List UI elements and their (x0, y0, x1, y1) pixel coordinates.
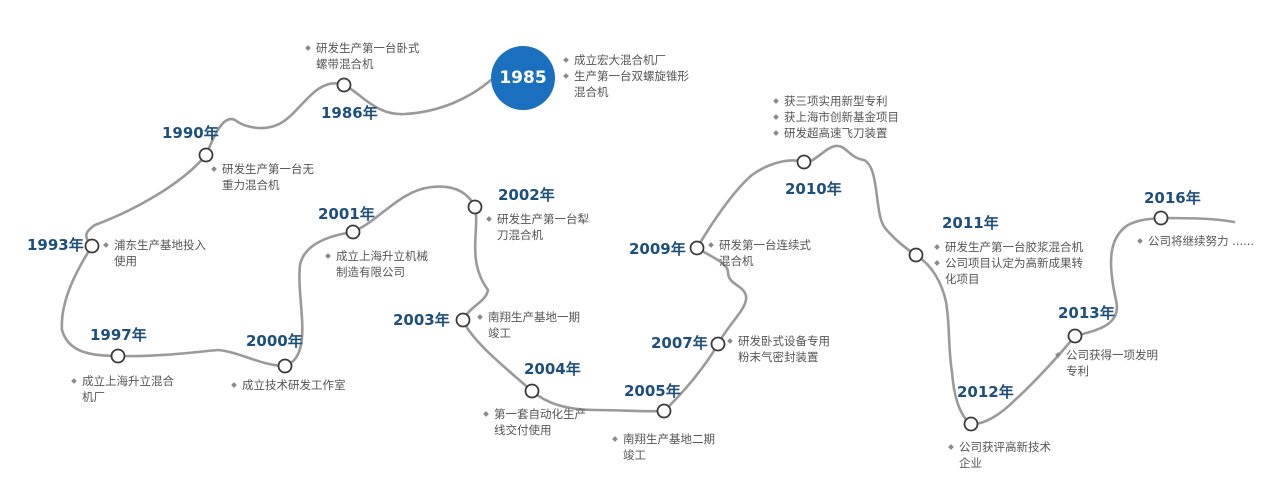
note-item: 公司将继续努力 ...... (1138, 233, 1254, 249)
timeline-node-1997 (110, 348, 126, 364)
timeline-node-1990 (198, 147, 214, 163)
year-label-1986: 1986年 (321, 104, 378, 122)
note-2001: 成立上海升立机械 制造有限公司 (326, 248, 428, 280)
year-label-2000: 2000年 (246, 332, 303, 350)
note-item: 研发生产第一台无 重力混合机 (212, 161, 314, 193)
node-layer (84, 77, 1169, 432)
note-item: 公司获得一项发明 专利 (1056, 347, 1158, 379)
year-label-2013: 2013年 (1058, 304, 1115, 322)
note-item: 研发生产第一台犁 刀混合机 (487, 211, 589, 243)
note-item: 公司获评高新技术 企业 (949, 439, 1051, 471)
year-label-2001: 2001年 (318, 205, 375, 223)
note-2002: 研发生产第一台犁 刀混合机 (487, 211, 589, 243)
timeline-path (60, 78, 1236, 426)
year-label-2003: 2003年 (393, 311, 450, 329)
timeline-node-2013 (1067, 328, 1083, 344)
note-item: 公司项目认定为高新成果转 化项目 (935, 255, 1083, 287)
note-2000: 成立技术研发工作室 (232, 377, 346, 393)
note-2007: 研发卧式设备专用 粉末气密封装置 (728, 333, 830, 365)
timeline-node-2004 (524, 383, 540, 399)
timeline-node-2005 (656, 403, 672, 419)
note-item: 研发生产第一台卧式 螺带混合机 (306, 40, 420, 72)
timeline-node-2010 (796, 154, 812, 170)
timeline-node-1993 (84, 238, 100, 254)
note-1993: 浦东生产基地投入 使用 (104, 237, 206, 269)
note-2003: 南翔生产基地一期 竣工 (478, 309, 580, 341)
note-2009: 研发第一台连续式 混合机 (709, 237, 811, 269)
note-item: 成立宏大混合机厂 (564, 52, 689, 68)
year-label-2010: 2010年 (785, 180, 842, 198)
note-item: 成立技术研发工作室 (232, 377, 346, 393)
note-2005: 南翔生产基地二期 竣工 (613, 431, 715, 463)
note-1990: 研发生产第一台无 重力混合机 (212, 161, 314, 193)
note-item: 获三项实用新型专利 (774, 93, 899, 109)
note-item: 成立上海升立机械 制造有限公司 (326, 248, 428, 280)
note-item: 研发生产第一台胶浆混合机 (935, 239, 1083, 255)
year-label-2007: 2007年 (651, 334, 708, 352)
timeline-node-2009 (689, 240, 705, 256)
note-item: 成立上海升立混合 机厂 (72, 373, 174, 405)
note-item: 第一套自动化生产 线交付使用 (484, 406, 586, 438)
note-item: 南翔生产基地一期 竣工 (478, 309, 580, 341)
year-label-2011: 2011年 (942, 214, 999, 232)
year-badge-1985: 1985 (491, 46, 555, 110)
note-1985: 成立宏大混合机厂 生产第一台双螺旋锥形 混合机 (564, 52, 689, 100)
note-1986: 研发生产第一台卧式 螺带混合机 (306, 40, 420, 72)
note-2016: 公司将继续努力 ...... (1138, 233, 1254, 249)
timeline-node-2001 (345, 224, 361, 240)
year-label-1993: 1993年 (27, 236, 84, 254)
timeline-node-1986 (336, 77, 352, 93)
year-label-2005: 2005年 (624, 382, 681, 400)
timeline-node-2007 (710, 336, 726, 352)
note-2004: 第一套自动化生产 线交付使用 (484, 406, 586, 438)
year-label-2016: 2016年 (1144, 189, 1201, 207)
year-label-1997: 1997年 (90, 326, 147, 344)
timeline-node-2012 (963, 416, 979, 432)
note-item: 浦东生产基地投入 使用 (104, 237, 206, 269)
note-item: 南翔生产基地二期 竣工 (613, 431, 715, 463)
timeline-node-2016 (1153, 210, 1169, 226)
note-item: 生产第一台双螺旋锥形 混合机 (564, 68, 689, 100)
note-2011: 研发生产第一台胶浆混合机 公司项目认定为高新成果转 化项目 (935, 239, 1083, 287)
timeline-node-2011 (908, 247, 924, 263)
note-item: 研发卧式设备专用 粉末气密封装置 (728, 333, 830, 365)
timeline-node-2000 (277, 358, 293, 374)
note-2012: 公司获评高新技术 企业 (949, 439, 1051, 471)
year-label-2012: 2012年 (957, 383, 1014, 401)
note-2013: 公司获得一项发明 专利 (1056, 347, 1158, 379)
year-label-2004: 2004年 (524, 360, 581, 378)
note-1997: 成立上海升立混合 机厂 (72, 373, 174, 405)
note-item: 研发超高速飞刀装置 (774, 125, 899, 141)
year-label-1990: 1990年 (162, 124, 219, 142)
note-item: 研发第一台连续式 混合机 (709, 237, 811, 269)
note-item: 获上海市创新基金项目 (774, 109, 899, 125)
timeline-node-2003 (455, 312, 471, 328)
year-label-2009: 2009年 (629, 240, 686, 258)
timeline-node-2002 (467, 199, 483, 215)
year-label-2002: 2002年 (498, 186, 555, 204)
note-2010: 获三项实用新型专利 获上海市创新基金项目 研发超高速飞刀装置 (774, 93, 899, 141)
